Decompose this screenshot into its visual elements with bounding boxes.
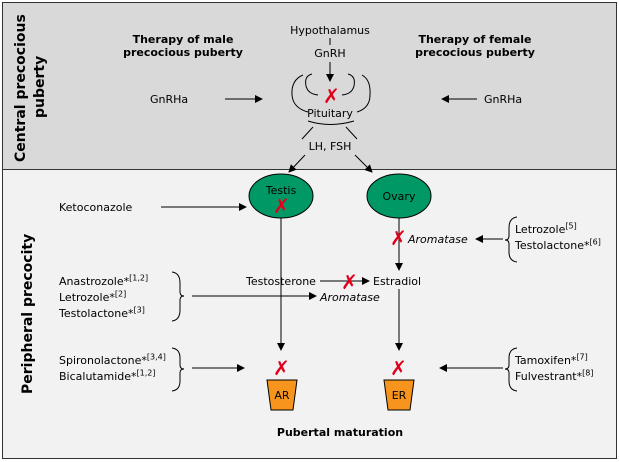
testis-block-mark: ✗	[273, 194, 290, 218]
estradiol-label: Estradiol	[373, 275, 422, 288]
tamoxifen-ref: [7]	[576, 352, 588, 362]
testis-label: Testis	[265, 184, 297, 197]
pituitary-bracket-right	[341, 73, 355, 96]
pituitary-lhfsh-left	[301, 126, 314, 140]
er-block-mark: ✗	[390, 356, 407, 380]
tamoxifen-item: Tamoxifen*[7]	[515, 352, 588, 367]
pubertal-maturation-label: Pubertal maturation	[276, 426, 404, 439]
bicalutamide-name: Bicalutamide*	[59, 370, 137, 383]
fulvestrant-name: Fulvestrant*	[515, 370, 583, 383]
aromatase-right-label: Aromatase	[408, 233, 468, 246]
er-label: ER	[391, 389, 407, 402]
er-receptor	[383, 379, 415, 411]
ar-label: AR	[274, 389, 290, 402]
testosterone-label: Testosterone	[246, 275, 316, 288]
tamoxifen-name: Tamoxifen*	[515, 354, 577, 367]
antiandrogen-bracket	[171, 347, 185, 392]
right-aromatase-bracket	[504, 216, 518, 263]
ovary-label: Ovary	[382, 190, 416, 203]
gnrha-left-label: GnRHa	[150, 93, 189, 106]
ovary-aromatase-block-mark: ✗	[390, 226, 407, 250]
central-section-title-line2: puberty	[32, 56, 48, 118]
letrozole-left-name: Letrozole*	[59, 291, 115, 304]
hypothalamus-label: Hypothalamus	[290, 24, 370, 37]
testolactone-left-item: Testolactone*[3]	[59, 305, 145, 320]
pituitary-lhfsh-right	[345, 126, 358, 140]
male-therapy-heading: Therapy of male precocious puberty	[108, 33, 258, 59]
male-therapy-line1: Therapy of male	[132, 33, 234, 46]
spironolactone-item: Spironolactone*[3,4]	[59, 352, 166, 367]
anastrozole-ref: [1,2]	[129, 273, 149, 283]
bicalutamide-item: Bicalutamide*[1,2]	[59, 368, 156, 383]
female-therapy-line1: Therapy of female	[418, 33, 532, 46]
spironolactone-name: Spironolactone*	[59, 354, 147, 367]
testolactone-left-name: Testolactone*	[59, 307, 134, 320]
letrozole-left-ref: [2]	[114, 289, 127, 299]
letrozole-right-ref: [5]	[565, 221, 577, 231]
testolactone-left-ref: [3]	[133, 305, 145, 315]
central-panel	[2, 2, 617, 170]
letrozole-right-item: Letrozole[5]	[515, 221, 577, 236]
female-therapy-heading: Therapy of female precocious puberty	[400, 33, 550, 59]
pituitary-block-mark: ✗	[323, 84, 340, 108]
pituitary-base	[307, 120, 355, 125]
central-title-line2: puberty	[32, 55, 48, 118]
left-aromatase-bracket	[171, 271, 185, 322]
letrozole-left-item: Letrozole*[2]	[59, 289, 127, 304]
central-title-line1: Central precocious	[13, 14, 29, 162]
central-section-title: Central precocious	[13, 14, 29, 162]
ar-receptor	[266, 379, 298, 411]
testolactone-right-name: Testolactone*	[515, 239, 590, 252]
letrozole-right-name: Letrozole	[515, 223, 566, 236]
lh-fsh-label: LH, FSH	[308, 140, 352, 153]
pituitary-outer-left	[291, 74, 309, 113]
pituitary-label: Pituitary	[307, 107, 353, 120]
lhfsh-to-testis-arrow	[288, 154, 306, 173]
antiestrogen-bracket	[504, 347, 518, 392]
gnrh-label: GnRH	[314, 47, 346, 60]
peripheral-section-title: Peripheral precocity	[20, 234, 36, 394]
bicalutamide-ref: [1,2]	[136, 368, 156, 378]
lhfsh-to-ovary-arrow	[354, 154, 373, 173]
gnrha-right-label: GnRHa	[484, 93, 523, 106]
peripheral-title: Peripheral precocity	[20, 233, 36, 394]
ketoconazole-label: Ketoconazole	[59, 201, 133, 214]
testolactone-right-ref: [6]	[589, 237, 601, 247]
anastrozole-name: Anastrozole*	[59, 275, 130, 288]
aromatase-center-label: Aromatase	[320, 291, 380, 304]
testolactone-right-item: Testolactone*[6]	[515, 237, 601, 252]
male-therapy-line2: precocious puberty	[123, 46, 243, 59]
female-therapy-line2: precocious puberty	[415, 46, 535, 59]
anastrozole-item: Anastrozole*[1,2]	[59, 273, 149, 288]
spironolactone-ref: [3,4]	[146, 352, 166, 362]
fulvestrant-item: Fulvestrant*[8]	[515, 368, 594, 383]
pituitary-outer-right	[356, 74, 371, 113]
pituitary-bracket-left	[305, 73, 319, 96]
testosterone-aromatase-block-mark: ✗	[341, 270, 358, 294]
ar-block-mark: ✗	[273, 356, 290, 380]
fulvestrant-ref: [8]	[582, 368, 594, 378]
